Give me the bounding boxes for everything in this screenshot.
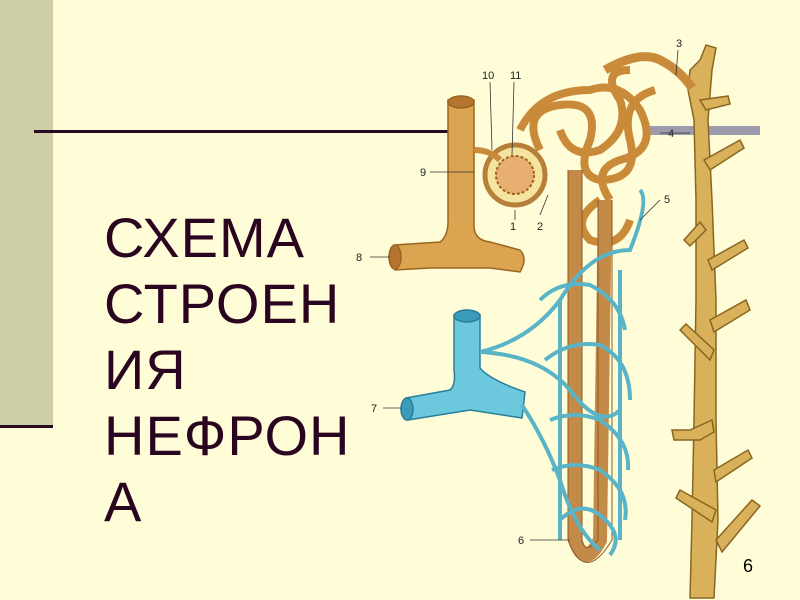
renal-artery: [388, 95, 525, 273]
page-number: 6: [742, 556, 753, 576]
peritubular-capillaries: [479, 188, 646, 557]
label-3: 3: [676, 38, 682, 50]
leader-lines: [370, 49, 690, 541]
bottom-accent-line: [0, 425, 53, 428]
slide-title: СХЕМА СТРОЕН ИЯ НЕФРОН А: [104, 206, 351, 533]
convoluted-tubules: [516, 66, 657, 247]
label-2: 2: [537, 221, 543, 233]
nephron-diagram: 1 2 3 4 5 6 7 8 9 10 11: [356, 38, 762, 599]
label-9: 9: [420, 167, 426, 179]
label-11: 11: [510, 70, 521, 82]
label-1: 1: [510, 221, 516, 233]
label-10: 10: [482, 70, 494, 82]
label-5: 5: [664, 194, 670, 206]
diagram-labels: 1 2 3 4 5 6 7 8 9 10 11: [356, 38, 682, 547]
connecting-tubule: [602, 52, 696, 91]
label-7: 7: [371, 403, 377, 415]
renal-vein: [400, 309, 526, 421]
loop-of-henle: [568, 170, 612, 562]
label-4: 4: [668, 128, 674, 140]
label-6: 6: [518, 535, 524, 547]
title-divider-line: [34, 130, 454, 133]
left-accent-bar: [0, 0, 53, 425]
label-8: 8: [356, 252, 362, 264]
collecting-duct: [671, 44, 762, 599]
